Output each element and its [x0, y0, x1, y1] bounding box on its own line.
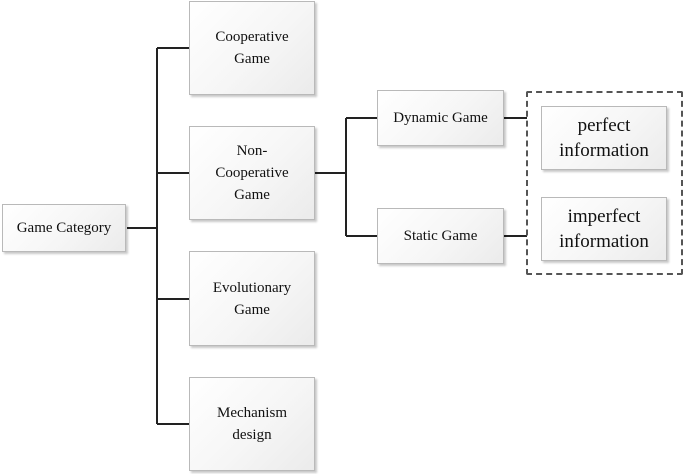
node-evolutionary-game: Evolutionary Game: [189, 251, 315, 346]
node-perfect-information: perfect information: [541, 106, 667, 170]
node-mechanism-design: Mechanism design: [189, 377, 315, 471]
node-imperfect-information: imperfect information: [541, 197, 667, 261]
node-non-cooperative-game: Non- Cooperative Game: [189, 126, 315, 220]
information-group-frame: [526, 91, 683, 275]
node-dynamic-game: Dynamic Game: [377, 90, 504, 146]
node-cooperative-game: Cooperative Game: [189, 1, 315, 95]
node-static-game: Static Game: [377, 208, 504, 264]
root-game-category: Game Category: [2, 204, 126, 252]
